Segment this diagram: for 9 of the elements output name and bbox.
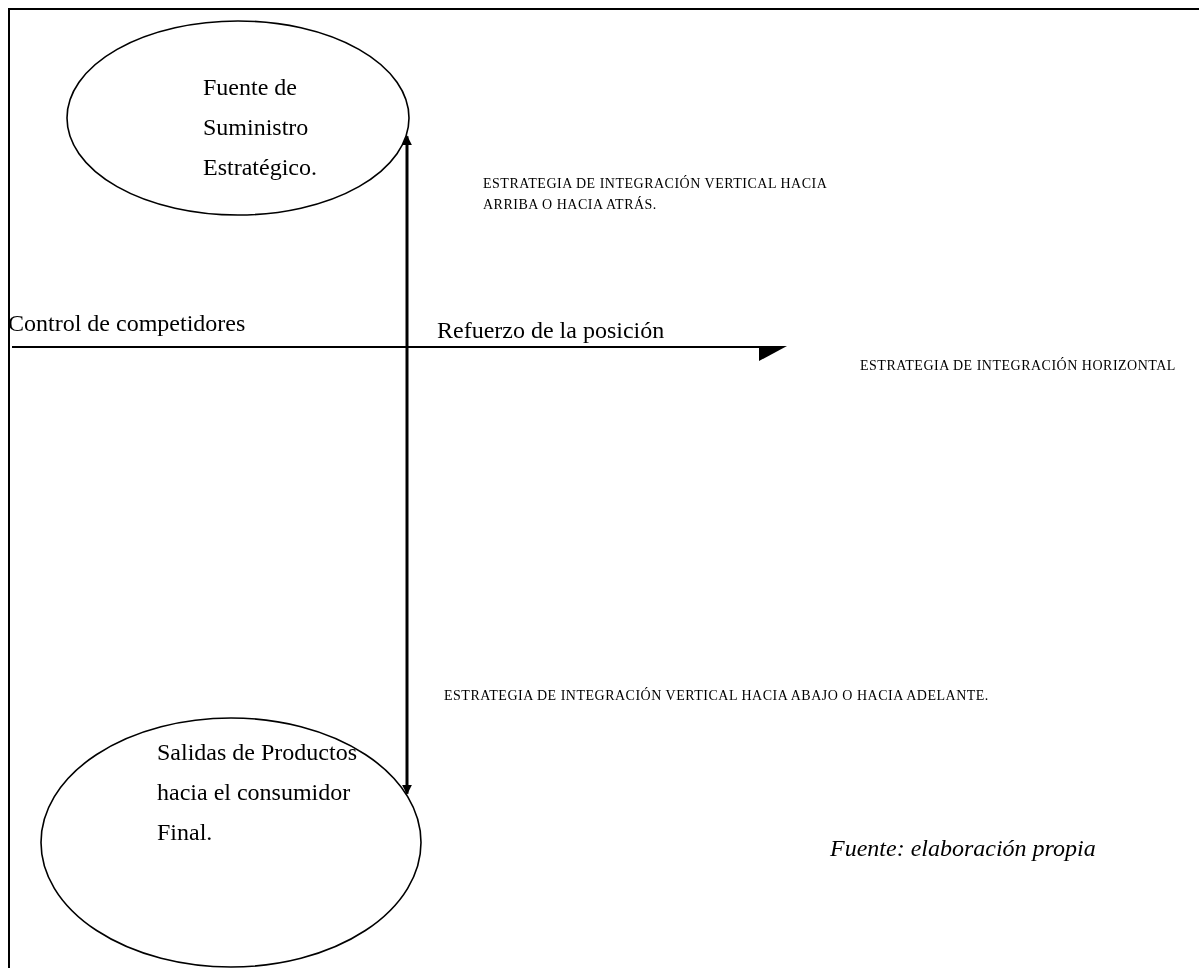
caption: Fuente: elaboración propia (830, 835, 1096, 862)
axis-label: Control de competidores (8, 310, 246, 337)
double-arrow (402, 135, 412, 795)
node-text: Fuente de Suministro Estratégico. (203, 73, 318, 182)
axis-label: Refuerzo de la posición (437, 317, 665, 344)
annotation-text: ESTRATEGIA DE INTEGRACIÓN VERTICAL HACIA ARRIBA O HACIA ATRÁS. (483, 174, 828, 214)
annotation-text: ESTRATEGIA DE INTEGRACIÓN HORIZONTAL (860, 356, 1176, 375)
annotation-text: ESTRATEGIA DE INTEGRACIÓN VERTICAL HACIA ABAJO O HACIA ADELANTE. (444, 686, 990, 705)
node-text: Salidas de Productos hacia el consumidor Final. (157, 738, 358, 847)
